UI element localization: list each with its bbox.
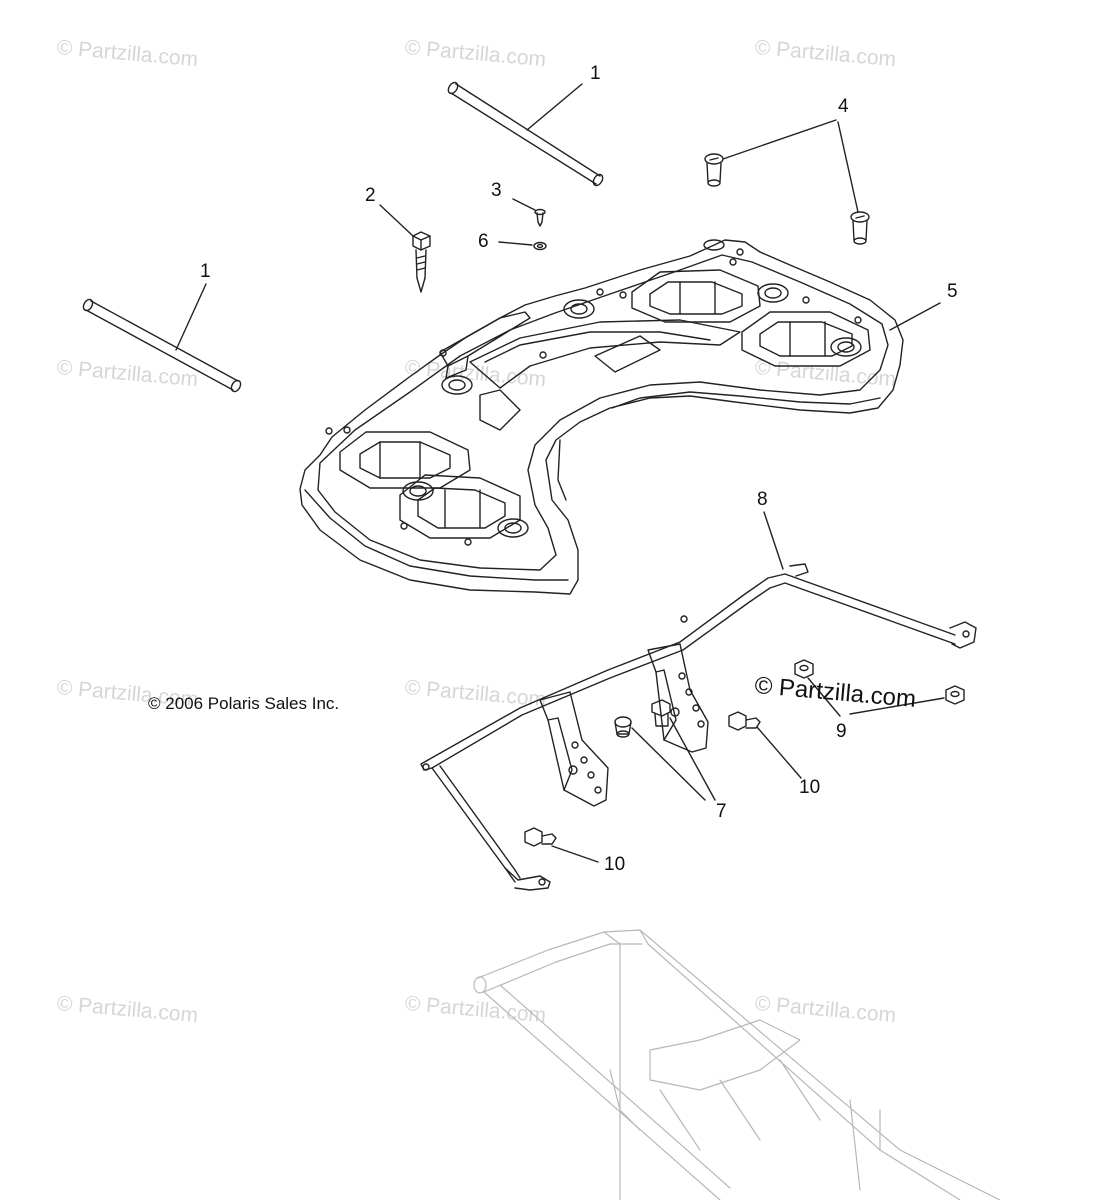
callout-4: 4 [838, 96, 849, 117]
leader-3 [512, 198, 536, 211]
callout-9: 9 [836, 721, 847, 742]
callout-7: 7 [716, 801, 727, 822]
nut-part-9-upper [794, 659, 814, 679]
leader-10a [756, 726, 802, 779]
rear-rack-part-5 [299, 239, 904, 595]
leader-1-lower [175, 283, 207, 351]
callout-1-lower: 1 [200, 261, 211, 282]
washer-part-6 [533, 241, 547, 251]
callout-3: 3 [491, 180, 502, 201]
callout-10-upper: 10 [799, 777, 821, 798]
bolt-part-10-upper [728, 711, 761, 731]
bushing-part-7-left [614, 716, 632, 738]
bolt-part-4-right [850, 211, 870, 245]
bushing-part-7-right [651, 699, 671, 727]
leader-10b [551, 845, 599, 863]
leader-4b [837, 121, 859, 213]
leader-4a [722, 119, 837, 160]
callout-1-upper: 1 [590, 63, 601, 84]
callout-5: 5 [947, 281, 958, 302]
frame-reference-ghost [473, 929, 1001, 1200]
leader-8 [763, 511, 784, 570]
leader-7a [631, 727, 706, 801]
bolt-part-10-lower [524, 827, 557, 847]
callout-10-lower: 10 [604, 854, 626, 875]
leader-6 [498, 241, 533, 246]
leader-7b [669, 717, 716, 801]
leader-9a [807, 677, 841, 717]
support-bracket-part-8 [420, 563, 977, 891]
callout-6: 6 [478, 231, 489, 252]
leader-5 [889, 302, 941, 331]
bolt-part-4-left [704, 153, 724, 187]
nut-part-9-lower [945, 685, 965, 705]
leader-9b [849, 697, 945, 715]
screw-part-2 [412, 231, 431, 293]
copyright-notice: © 2006 Polaris Sales Inc. [148, 694, 340, 713]
leader-1-upper [526, 83, 583, 131]
callout-2: 2 [365, 185, 376, 206]
screw-part-3 [534, 208, 546, 227]
rod-part-1-lower [82, 298, 242, 393]
callout-8: 8 [757, 489, 768, 510]
leader-2 [379, 204, 414, 237]
rod-part-1-upper [447, 81, 604, 187]
